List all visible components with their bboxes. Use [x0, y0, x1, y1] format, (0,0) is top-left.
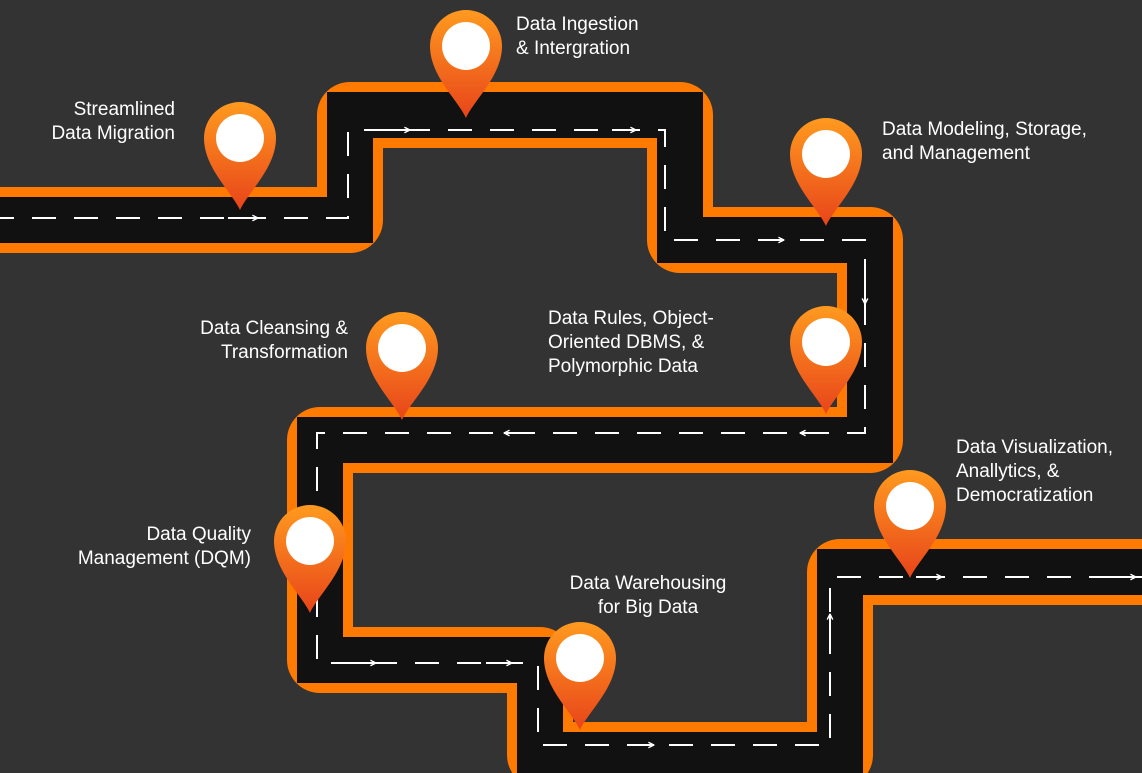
location-pin-icon [544, 622, 616, 730]
location-pin-icon [274, 505, 346, 613]
location-pin-icon [204, 102, 276, 210]
stage-label-5: Data Cleansing & Transformation [200, 318, 348, 363]
road-surface [0, 92, 1142, 773]
stage-label-6: Data Quality Management (DQM) [77, 524, 251, 569]
stage-label-2: Data Ingestion & Intergration [516, 14, 639, 59]
location-pin-icon [366, 312, 438, 420]
stage-label-8: Data Visualization, Anallytics, & Democr… [956, 437, 1114, 506]
direction-arrows [228, 130, 1136, 745]
location-pin-icon [790, 306, 862, 414]
stage-label-4: Data Rules, Object- Oriented DBMS, & Pol… [548, 308, 714, 377]
stage-label-7: Data Warehousing for Big Data [569, 573, 727, 618]
location-pin-icon [430, 10, 502, 118]
location-pin-icon [874, 470, 946, 578]
pin-layer [204, 10, 946, 730]
stage-label-3: Data Modeling, Storage, and Management [882, 119, 1087, 164]
location-pin-icon [790, 118, 862, 226]
stage-label-1: Streamlined Data Migration [51, 99, 175, 144]
